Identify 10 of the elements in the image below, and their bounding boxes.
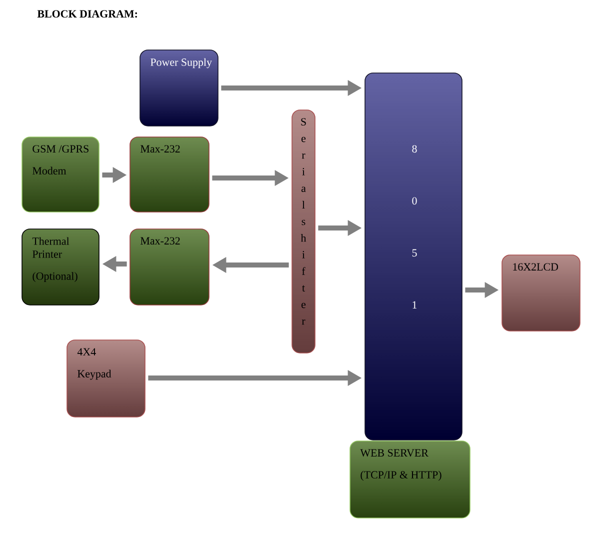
shifter-bar: Serial shifter [292, 110, 316, 354]
keypad-box: 4X4 Keypad [66, 340, 146, 418]
server-box: WEB SERVER (TCP/IP & HTTP) [350, 440, 470, 518]
display-box: 16X2LCD [502, 254, 580, 332]
power-supply-box: Power Supply [140, 50, 218, 126]
printer-box: Thermal Printer (Optional) [22, 228, 100, 306]
title: BLOCK DIAGRAM: [37, 10, 137, 18]
modem-box: GSM /GPRS Modem [22, 136, 100, 212]
converter-box: Max-232 [130, 136, 210, 212]
converter-box: Max-232 [130, 228, 210, 306]
